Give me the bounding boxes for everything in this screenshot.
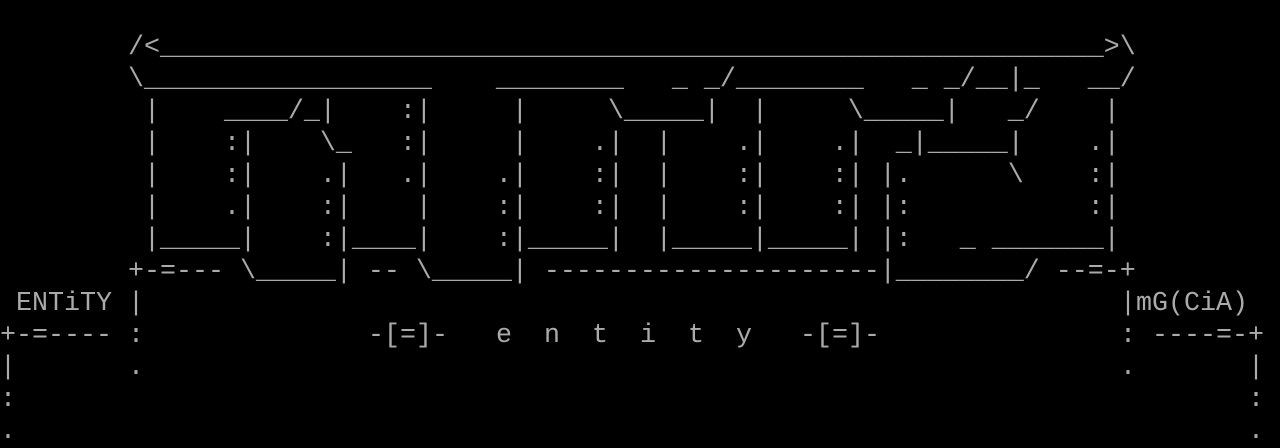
ornament-left: -[=]- bbox=[368, 321, 448, 351]
group-label-left: ENTiTY bbox=[16, 289, 112, 319]
frame-dot: . bbox=[0, 417, 16, 447]
logo-line: | :| .| .| .| :| | :| :| |. \ :| bbox=[0, 161, 1120, 191]
frame-bar: | bbox=[0, 353, 16, 383]
frame-bar: | bbox=[128, 289, 144, 319]
logo-line: /<______________________________________… bbox=[0, 33, 1136, 63]
logo-line: | .| :| | :| :| | :| :| |: :| bbox=[0, 193, 1120, 223]
frame-colon: : bbox=[0, 385, 16, 415]
title-text: entity bbox=[496, 321, 784, 351]
ascii-logo: /<______________________________________… bbox=[0, 32, 1136, 288]
frame-bar: | bbox=[1248, 353, 1264, 383]
frame-bar: | bbox=[1120, 289, 1136, 319]
logo-line: | ____/_| :| | \_____| | \_____| _/ | bbox=[0, 97, 1120, 127]
logo-line: | :| \_ :| | .| | .| .| _|_____| .| bbox=[0, 129, 1120, 159]
frame-colon: : bbox=[128, 321, 144, 351]
frame-dot: . bbox=[1120, 353, 1136, 383]
frame-dot: . bbox=[128, 353, 144, 383]
frame-colon: : bbox=[1248, 385, 1264, 415]
frame-colon: : bbox=[1120, 321, 1136, 351]
left-rule: +-=---- bbox=[0, 321, 112, 351]
right-rule: ----=-+ bbox=[1152, 321, 1264, 351]
logo-line: |_____| :|____| :|_____| |_____|_____| |… bbox=[0, 225, 1120, 255]
artist-label-right: mG(CiA) bbox=[1136, 289, 1248, 319]
logo-line: +-=--- \_____| -- \_____| --------------… bbox=[0, 257, 1136, 287]
frame-dot: . bbox=[1248, 417, 1264, 447]
ornament-right: -[=]- bbox=[800, 321, 880, 351]
logo-line: \__________________ ________ _ _/_______… bbox=[0, 65, 1136, 95]
